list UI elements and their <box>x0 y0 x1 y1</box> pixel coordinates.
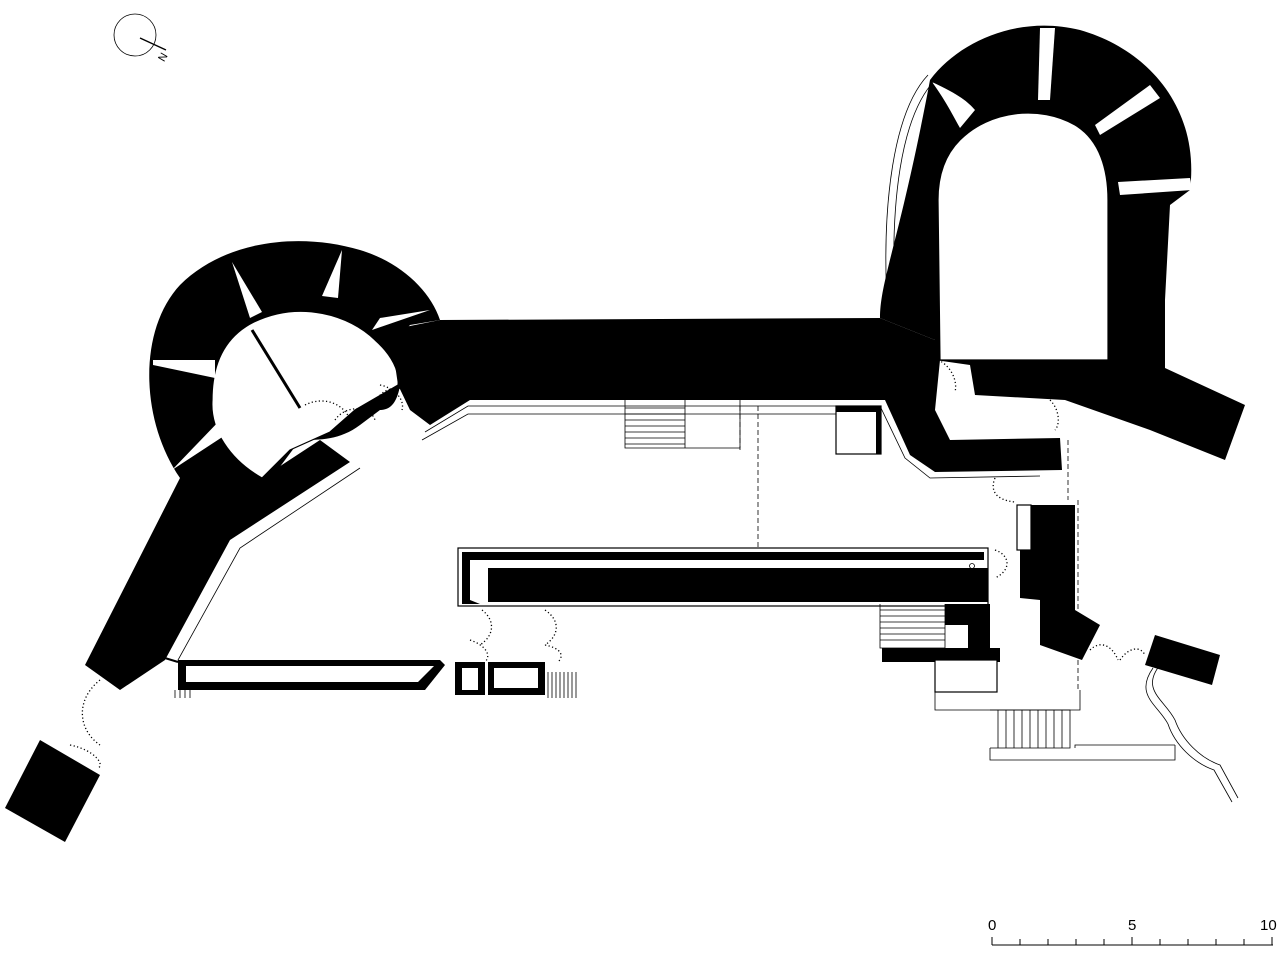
south-range-wall <box>154 654 179 663</box>
outer-bastion-curve <box>1152 664 1239 799</box>
north-arrow: N <box>113 13 171 64</box>
door-swing <box>1119 648 1146 661</box>
inner-range <box>457 547 989 607</box>
south-range-interior <box>494 668 538 688</box>
staircase-center <box>879 604 946 649</box>
outer-gate-door-swing <box>69 679 101 769</box>
left-tower-embrasure <box>372 310 430 330</box>
right-tower-embrasure <box>1118 178 1192 195</box>
door-swing <box>1089 644 1119 661</box>
door-swing <box>1049 399 1059 431</box>
curtain-wall-inner-line <box>424 405 1041 479</box>
main-curtain-wall <box>390 318 1062 479</box>
outer-bastion <box>1145 635 1220 685</box>
door-swing <box>334 408 376 421</box>
southwest-wall <box>5 440 361 842</box>
boundary-dashes <box>739 406 1079 690</box>
inner-range-wall <box>462 552 984 604</box>
gate-room-wall <box>836 406 881 454</box>
scale-bar: 0 5 10 <box>988 917 1277 946</box>
east-gate-wall <box>1020 505 1100 660</box>
curtain-wall-inner-line <box>421 413 878 441</box>
left-tower <box>149 241 440 480</box>
door-swing <box>469 639 489 663</box>
gate-passage <box>934 659 998 693</box>
south-range-interior <box>462 668 478 690</box>
inner-range-wall <box>488 568 988 602</box>
north-arrow-needle <box>139 37 167 51</box>
curtain-wall-segment <box>390 318 1062 472</box>
door-swing <box>544 609 557 646</box>
left-tower-embrasure <box>232 262 262 318</box>
scale-label-10: 10 <box>1260 917 1277 934</box>
right-tower-embrasure <box>1095 85 1160 135</box>
north-arrow-circle <box>113 13 157 57</box>
right-tower-embrasure <box>1038 28 1055 100</box>
east-gate-wall <box>945 604 990 648</box>
left-tower-partition <box>250 329 302 409</box>
left-tower-embrasure <box>153 360 215 378</box>
right-tower-embrasure <box>932 82 975 128</box>
door-swing <box>994 549 1008 579</box>
north-label: N <box>156 51 170 64</box>
south-range <box>154 654 577 698</box>
right-tower <box>880 25 1245 460</box>
south-range-hatching <box>174 672 577 698</box>
outer-bastion-curve <box>1145 667 1233 803</box>
door-swing <box>379 384 404 411</box>
door-swing <box>304 400 351 421</box>
east-gate-complex <box>739 405 1239 803</box>
inner-range-column <box>969 563 975 569</box>
staircase-east <box>990 709 1071 749</box>
left-tower-embrasure <box>172 418 230 470</box>
east-gate-lintel <box>882 648 1000 662</box>
door-swing <box>992 477 1016 503</box>
right-tower-outer-line <box>885 74 929 321</box>
east-gate-niche <box>1016 504 1032 551</box>
south-range-interior <box>186 666 434 682</box>
door-swing <box>937 359 957 393</box>
right-tower-outer-line <box>893 79 936 323</box>
door-swing <box>544 644 562 663</box>
scale-label-0: 0 <box>988 917 996 934</box>
southwest-wall-segment <box>85 440 350 690</box>
door-swings <box>304 359 1146 663</box>
scale-label-5: 5 <box>1128 917 1136 934</box>
door-swing <box>479 609 493 646</box>
gate-room <box>835 405 882 455</box>
staircase-north <box>624 400 741 449</box>
right-tower-room <box>937 112 1109 361</box>
outer-gatehouse <box>5 740 100 842</box>
gate-outline <box>934 690 1176 761</box>
left-tower-embrasure <box>322 250 342 298</box>
